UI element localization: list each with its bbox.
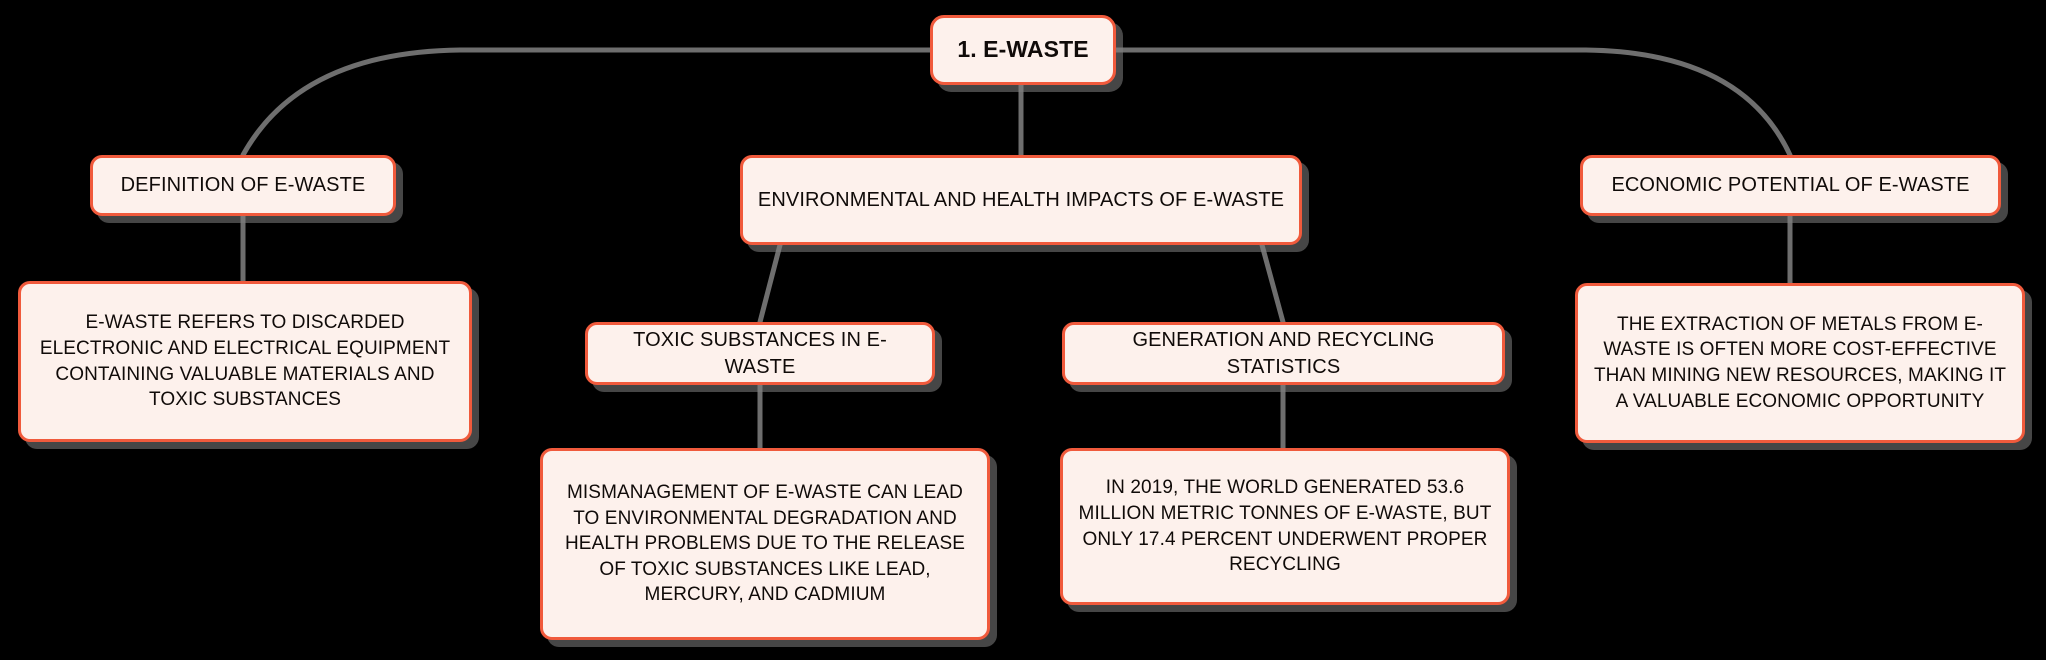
node-root-e-waste[interactable]: 1. E-WASTE (930, 15, 1116, 85)
node-toxic-substances[interactable]: TOXIC SUBSTANCES IN E-WASTE (585, 322, 935, 385)
connector-impacts-to-toxic (757, 242, 783, 325)
node-definition-of-e-waste[interactable]: DEFINITION OF E-WASTE (90, 155, 396, 216)
node-definition-label: DEFINITION OF E-WASTE (120, 174, 366, 196)
connector-impacts-to-generation (1259, 242, 1286, 325)
node-mismanagement-description[interactable]: MISMANAGEMENT OF E-WASTE CAN LEAD TO ENV… (540, 448, 990, 640)
node-environmental-and-health-impacts[interactable]: ENVIRONMENTAL AND HEALTH IMPACTS OF E-WA… (740, 155, 1302, 245)
node-root-label: 1. E-WASTE (957, 36, 1089, 63)
node-definition-description[interactable]: E-WASTE REFERS TO DISCARDED ELECTRONIC A… (18, 281, 472, 442)
node-mismanagement-description-label: MISMANAGEMENT OF E-WASTE CAN LEAD TO ENV… (564, 481, 966, 606)
node-economic-description-label: THE EXTRACTION OF METALS FROM E-WASTE IS… (1593, 313, 2007, 412)
connector-root-to-economic (1113, 47, 1793, 158)
node-definition-description-label: E-WASTE REFERS TO DISCARDED ELECTRONIC A… (39, 312, 451, 411)
connector-root-to-definition (240, 47, 933, 158)
node-statistics-description[interactable]: IN 2019, THE WORLD GENERATED 53.6 MILLIO… (1060, 448, 1510, 605)
node-economic-potential[interactable]: ECONOMIC POTENTIAL OF E-WASTE (1580, 155, 2001, 216)
node-economic-description[interactable]: THE EXTRACTION OF METALS FROM E-WASTE IS… (1575, 283, 2025, 443)
node-generation-and-recycling-statistics[interactable]: GENERATION AND RECYCLING STATISTICS (1062, 322, 1505, 385)
node-generation-statistics-label: GENERATION AND RECYCLING STATISTICS (1132, 328, 1435, 378)
node-impacts-label: ENVIRONMENTAL AND HEALTH IMPACTS OF E-WA… (757, 188, 1285, 211)
node-toxic-substances-label: TOXIC SUBSTANCES IN E-WASTE (633, 328, 887, 378)
node-statistics-description-label: IN 2019, THE WORLD GENERATED 53.6 MILLIO… (1078, 477, 1492, 576)
node-economic-label: ECONOMIC POTENTIAL OF E-WASTE (1611, 174, 1970, 196)
